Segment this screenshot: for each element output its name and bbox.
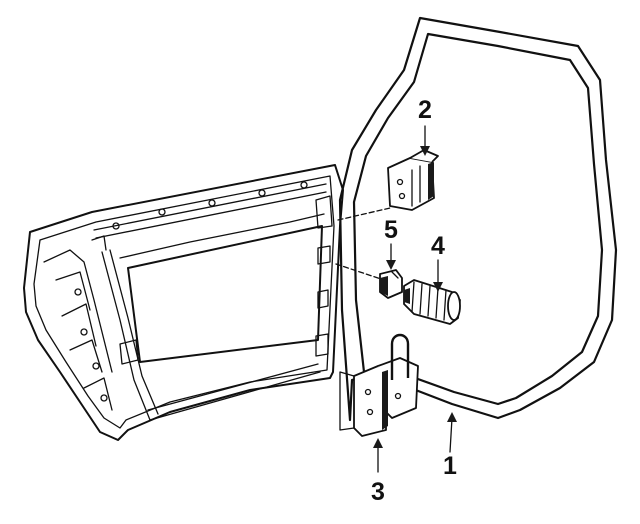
upper-hinge bbox=[387, 149, 439, 211]
callout-4: 4 bbox=[431, 232, 445, 260]
leader-lines bbox=[335, 207, 391, 281]
lower-hinge bbox=[339, 333, 419, 437]
weatherstrip bbox=[338, 16, 618, 422]
callout-arrows bbox=[373, 125, 457, 473]
callout-3: 3 bbox=[371, 478, 385, 506]
callout-1: 1 bbox=[443, 452, 457, 480]
hole-plug bbox=[379, 269, 403, 299]
callout-5: 5 bbox=[384, 216, 398, 244]
door-bumper bbox=[403, 279, 461, 325]
door-shell bbox=[23, 164, 344, 441]
callout-2: 2 bbox=[418, 96, 432, 124]
callout-labels: 2 5 4 1 3 bbox=[371, 96, 457, 506]
